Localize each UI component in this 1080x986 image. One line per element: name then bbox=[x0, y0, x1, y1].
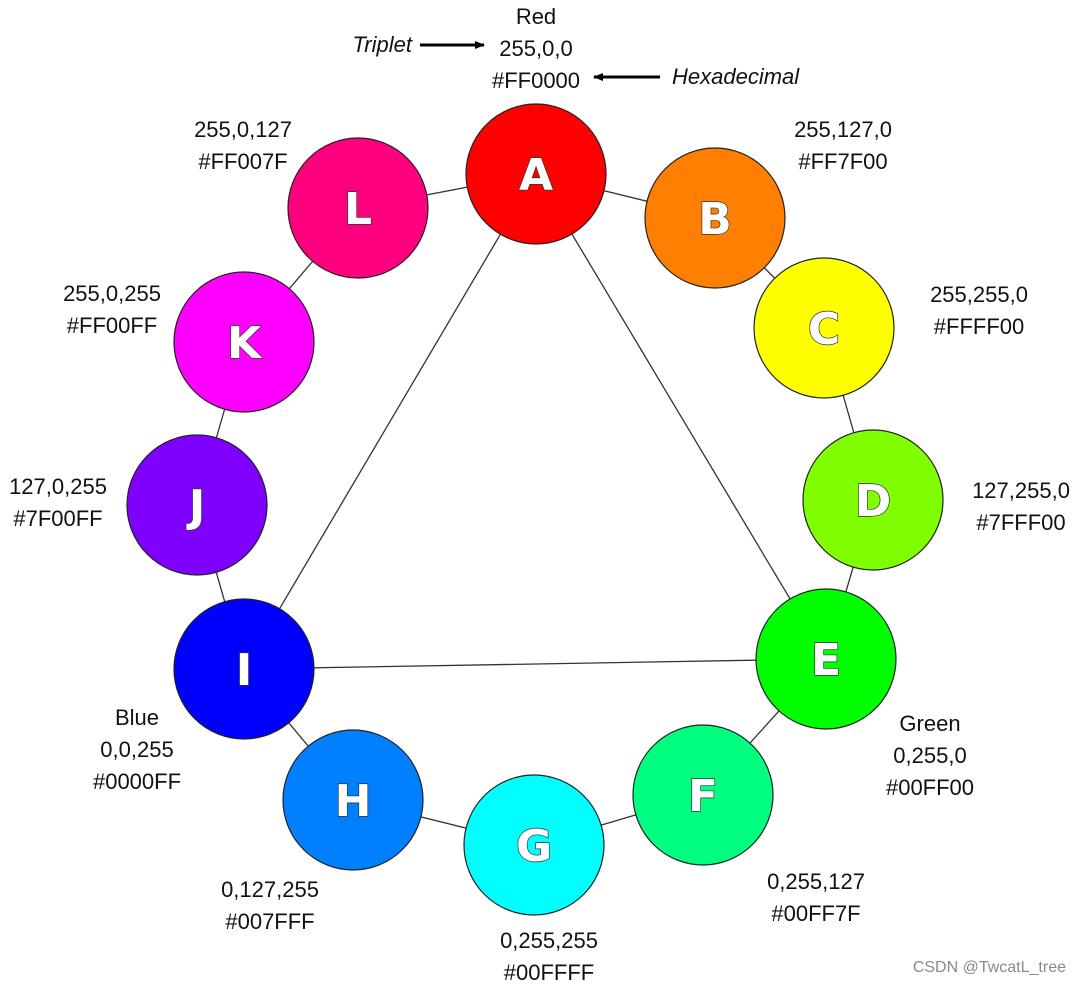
color-label-i: Blue 0,0,255 #0000FF bbox=[93, 705, 181, 794]
color-label-triplet: 0,255,0 bbox=[893, 743, 966, 768]
color-node-circle bbox=[644, 147, 786, 289]
hexadecimal-annotation: Hexadecimal bbox=[593, 64, 800, 89]
color-label-hex: #007FFF bbox=[225, 909, 314, 934]
color-label-hex: #FF00FF bbox=[67, 313, 157, 338]
color-label-g: 0,255,255 #00FFFF bbox=[500, 928, 598, 985]
color-label-hex: #0000FF bbox=[93, 769, 181, 794]
watermark: CSDN @TwcatL_tree bbox=[913, 959, 1066, 976]
triplet-annotation-label: Triplet bbox=[353, 32, 413, 57]
color-node-e: E bbox=[755, 588, 897, 730]
color-node-i: I bbox=[173, 598, 315, 740]
color-node-circle bbox=[173, 271, 315, 413]
color-node-circle bbox=[173, 598, 315, 740]
color-label-triplet: 255,0,0 bbox=[499, 36, 572, 61]
color-label-triplet: 0,127,255 bbox=[221, 877, 319, 902]
color-label-d: 127,255,0 #7FFF00 bbox=[972, 478, 1070, 535]
color-node-circle bbox=[126, 434, 268, 576]
color-node-k: K bbox=[173, 271, 315, 413]
color-node-letter: B bbox=[698, 194, 732, 245]
color-node-letter: G bbox=[516, 821, 552, 872]
color-label-l: 255,0,127 #FF007F bbox=[194, 117, 292, 174]
color-label-triplet: 255,0,255 bbox=[63, 281, 161, 306]
color-label-triplet: 0,255,255 bbox=[500, 928, 598, 953]
color-node-circle bbox=[465, 103, 607, 245]
color-label-triplet: 127,255,0 bbox=[972, 478, 1070, 503]
color-label-h: 0,127,255 #007FFF bbox=[221, 877, 319, 934]
color-label-triplet: 255,127,0 bbox=[794, 117, 892, 142]
triplet-annotation: Triplet bbox=[353, 32, 485, 57]
color-node-letter: C bbox=[808, 304, 840, 355]
color-node-j: J bbox=[126, 434, 268, 576]
color-label-k: 255,0,255 #FF00FF bbox=[63, 281, 161, 338]
color-node-letter: K bbox=[227, 318, 263, 369]
color-node-circle bbox=[463, 774, 605, 916]
color-label-name: Blue bbox=[115, 705, 159, 730]
color-node-c: C bbox=[753, 257, 895, 399]
color-node-a: A bbox=[465, 103, 607, 245]
color-label-triplet: 0,255,127 bbox=[767, 869, 865, 894]
color-labels: Red 255,0,0 #FF0000 255,127,0 #FF7F00 255,255… bbox=[9, 4, 1070, 985]
color-node-f: F bbox=[632, 724, 774, 866]
color-label-hex: #7FFF00 bbox=[976, 510, 1065, 535]
color-label-triplet: 255,255,0 bbox=[930, 282, 1028, 307]
color-label-j: 127,0,255 #7F00FF bbox=[9, 474, 107, 531]
color-node-d: D bbox=[802, 429, 944, 571]
color-node-letter: J bbox=[186, 481, 205, 532]
color-label-hex: #FF7F00 bbox=[798, 149, 887, 174]
color-label-a: Red 255,0,0 #FF0000 bbox=[492, 4, 580, 93]
color-node-circle bbox=[753, 257, 895, 399]
primary-triangle bbox=[243, 173, 827, 670]
color-label-hex: #00FFFF bbox=[504, 960, 594, 985]
color-node-letter: L bbox=[344, 184, 372, 235]
color-label-triplet: 0,0,255 bbox=[100, 737, 173, 762]
color-node-g: G bbox=[463, 774, 605, 916]
color-label-triplet: 255,0,127 bbox=[194, 117, 292, 142]
triangle-edge-a-e bbox=[535, 173, 827, 660]
color-node-h: H bbox=[282, 729, 424, 871]
color-label-name: Green bbox=[899, 711, 960, 736]
color-label-e: Green 0,255,0 #00FF00 bbox=[886, 711, 974, 800]
color-label-c: 255,255,0 #FFFF00 bbox=[930, 282, 1028, 339]
color-node-l: L bbox=[287, 137, 429, 279]
color-nodes: A B C D E F G H I J K L bbox=[126, 103, 944, 916]
color-node-letter: A bbox=[519, 150, 553, 201]
color-node-letter: H bbox=[335, 776, 372, 827]
ring-links bbox=[196, 173, 874, 846]
color-node-circle bbox=[287, 137, 429, 279]
color-node-letter: D bbox=[855, 476, 892, 527]
color-node-letter: F bbox=[688, 771, 718, 822]
triangle-edge-e-i bbox=[243, 658, 827, 670]
color-node-circle bbox=[282, 729, 424, 871]
color-label-b: 255,127,0 #FF7F00 bbox=[794, 117, 892, 174]
color-label-name: Red bbox=[516, 4, 556, 29]
triangle-edge-i-a bbox=[243, 173, 537, 670]
color-label-hex: #FFFF00 bbox=[934, 314, 1024, 339]
color-node-letter: I bbox=[236, 645, 252, 696]
color-node-circle bbox=[802, 429, 944, 571]
color-node-circle bbox=[632, 724, 774, 866]
color-label-f: 0,255,127 #00FF7F bbox=[767, 869, 865, 926]
color-node-circle bbox=[755, 588, 897, 730]
color-label-hex: #FF007F bbox=[198, 149, 287, 174]
color-label-hex: #00FF7F bbox=[771, 901, 860, 926]
hexadecimal-annotation-label: Hexadecimal bbox=[672, 64, 800, 89]
color-label-hex: #FF0000 bbox=[492, 68, 580, 93]
color-label-hex: #00FF00 bbox=[886, 775, 974, 800]
color-label-triplet: 127,0,255 bbox=[9, 474, 107, 499]
color-node-letter: E bbox=[811, 635, 841, 686]
color-node-b: B bbox=[644, 147, 786, 289]
color-label-hex: #7F00FF bbox=[13, 506, 102, 531]
